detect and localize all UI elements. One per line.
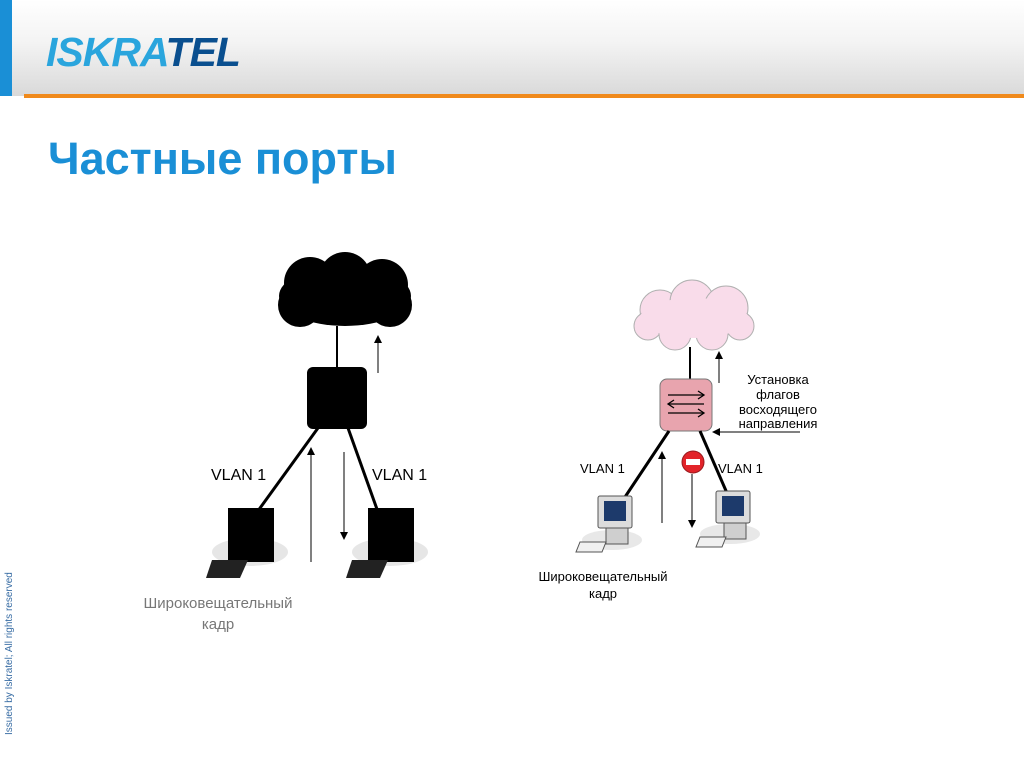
right-link-a (617, 430, 671, 507)
left-switch (307, 367, 367, 429)
right-computer-a-icon (575, 495, 642, 553)
iskratel-logo: ISKRATEL (46, 29, 241, 75)
header-accent-bar (0, 0, 12, 96)
block-icon (681, 450, 705, 474)
uplink-note-3: восходящего (739, 402, 817, 417)
left-link-a (253, 427, 320, 516)
left-vlan-label-b: VLAN 1 (372, 467, 427, 484)
left-cloud (278, 252, 412, 327)
uplink-note-4: направления (739, 416, 818, 431)
uplink-note-1: Установка (747, 372, 809, 387)
right-broadcast-label-2: кадр (589, 586, 617, 601)
right-vlan-label-a: VLAN 1 (580, 461, 625, 476)
left-broadcast-label-2: кадр (202, 616, 234, 633)
right-broadcast-label-1: Широковещательный (538, 569, 667, 584)
uplink-note-2: флагов (756, 387, 800, 402)
header-divider-line (24, 94, 1024, 98)
left-link-b (346, 427, 380, 513)
left-host-b-icon (346, 508, 428, 578)
right-cloud-fill (640, 298, 748, 338)
header-bar (0, 0, 1024, 96)
right-vlan-label-b: VLAN 1 (718, 461, 763, 476)
left-vlan-label-a: VLAN 1 (211, 467, 266, 484)
left-broadcast-label-1: Широковещательный (144, 595, 293, 612)
right-link-b (698, 430, 732, 501)
right-switch-icon (659, 378, 713, 432)
right-computer-b-icon (695, 490, 760, 548)
page-title: Частные порты (48, 133, 397, 184)
left-host-a-icon (206, 508, 288, 578)
